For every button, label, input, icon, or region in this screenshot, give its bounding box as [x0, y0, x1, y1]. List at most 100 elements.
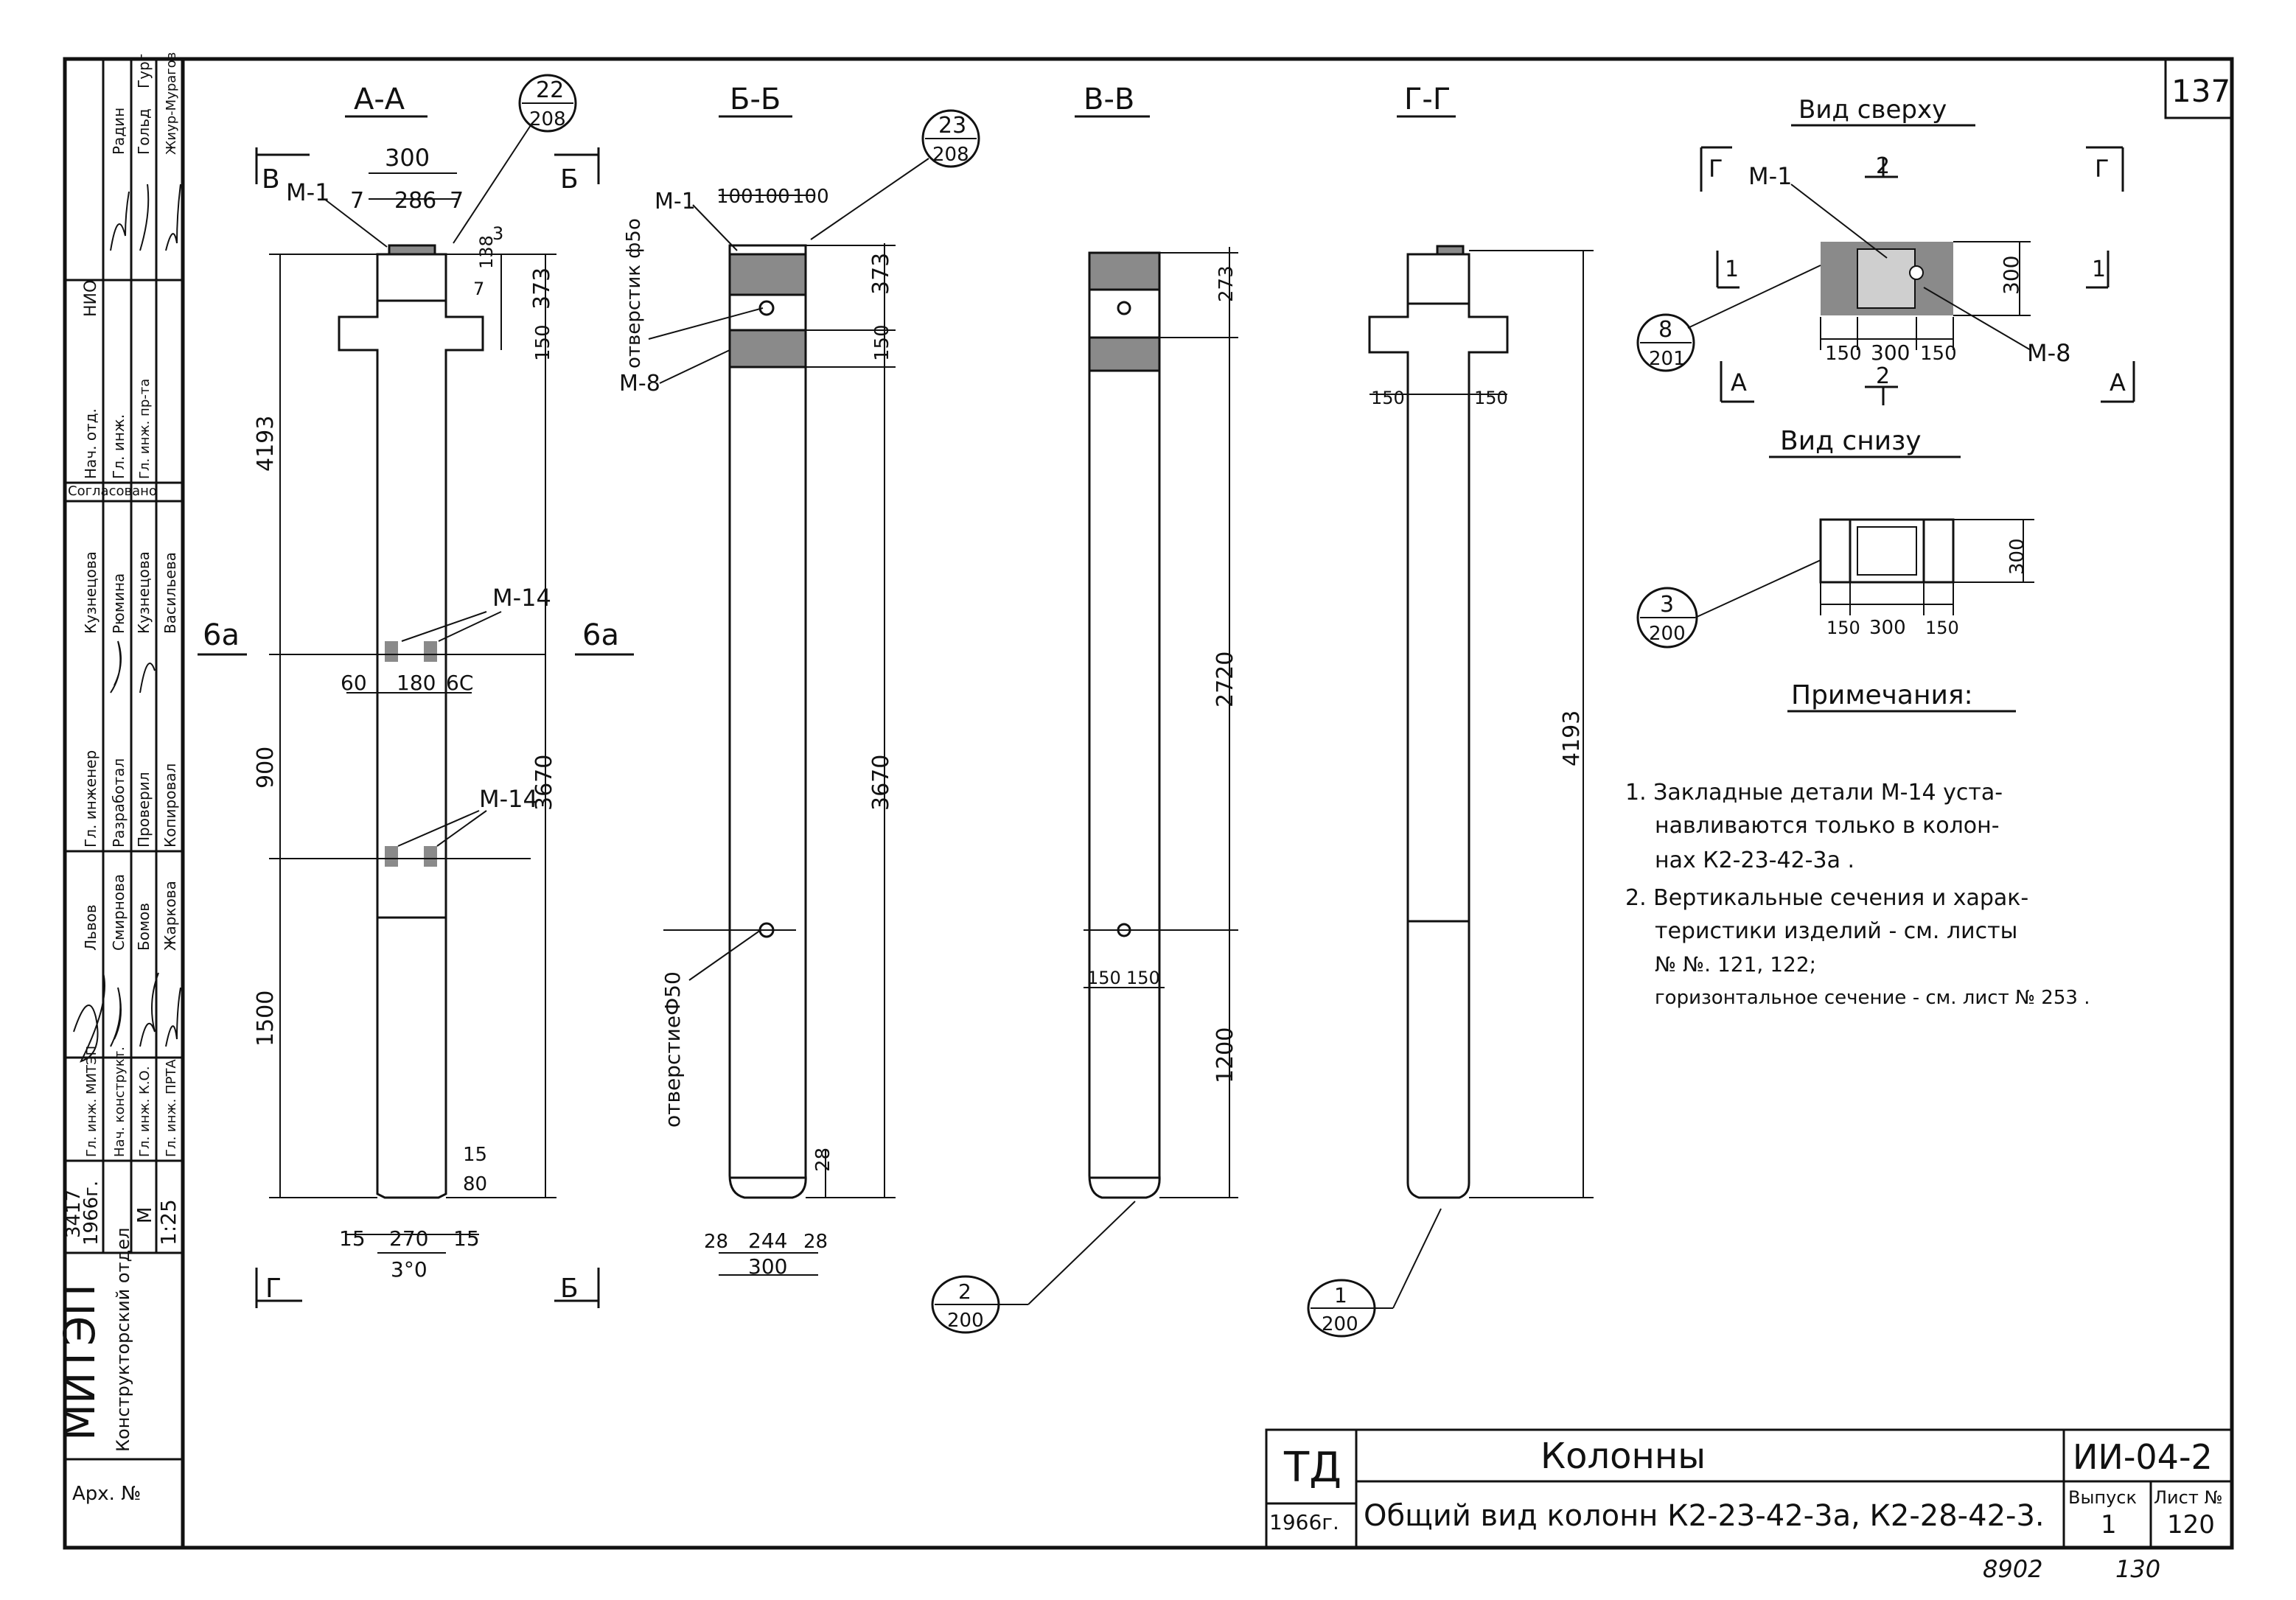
dim-v-2720: 2720 [1212, 651, 1238, 708]
top-mark-2-bottom: 2 [1876, 363, 1890, 389]
dim-a-80: 80 [463, 1173, 487, 1195]
sheet-number: 137 [2171, 73, 2230, 109]
dim-v-1200: 1200 [1212, 1027, 1238, 1083]
name-12: Жиур-Мурагов [164, 52, 179, 155]
bottom-view-plan [1819, 518, 1955, 584]
name-11: Гург [135, 54, 153, 88]
title-block-td: ТД [1283, 1444, 1341, 1492]
dim-a-1500: 1500 [253, 991, 279, 1047]
callout-3-200 [1636, 559, 1821, 649]
dim-b-244: 244 [748, 1229, 787, 1253]
note-1-line3: нах К2-23-42-3а . [1655, 848, 1854, 873]
dims-g-g [1369, 250, 1594, 1198]
section-mark-r-bottom: Г [265, 1274, 282, 1304]
callout-3-num: 3 [1660, 592, 1674, 618]
note-2-line4: горизонтальное сечение - см. лист № 253 … [1655, 987, 2090, 1009]
dim-b-100a: 100 [716, 186, 753, 208]
dim-a-7v: 7 [473, 279, 484, 299]
dim-a-286: 286 [394, 188, 436, 214]
view-title-a-a: А-А [354, 83, 405, 116]
top-mark-1-right: 1 [2092, 256, 2106, 282]
callout-22-208 [453, 74, 577, 244]
name-5: Кузнецова [82, 551, 100, 634]
note-2-line1: 2. Вертикальные сечения и харак- [1625, 885, 2028, 911]
side-stamp-year: 1966г. [80, 1181, 102, 1246]
top-view-plan [1821, 242, 1953, 315]
dim-a-3c0: 3°0 [391, 1257, 428, 1282]
dim-b-28v: 28 [812, 1147, 834, 1172]
dim-bot-300v: 300 [2006, 538, 2028, 575]
dim-v-150b: 150 [1126, 968, 1160, 988]
role-2: Нач. конструкт. [112, 1047, 128, 1157]
stamp-number-2: 130 [2115, 1555, 2160, 1583]
dim-a-4193: 4193 [253, 416, 279, 472]
callout-3-sheet: 200 [1649, 623, 1686, 645]
top-view-section-marks [1700, 146, 2135, 405]
note-2-line3: № №. 121, 122; [1655, 952, 1816, 977]
sheet-number-box [2164, 57, 2233, 119]
side-stamp-scale: 1:25 [156, 1199, 181, 1246]
dim-b-100b: 100 [753, 186, 790, 208]
callout-1-200 [1307, 1208, 1442, 1338]
dim-g-150l: 150 [1371, 388, 1405, 408]
section-marks-a-a [198, 147, 634, 1308]
callout-23-num: 23 [938, 113, 966, 139]
dim-a-373: 373 [529, 268, 555, 310]
dim-bot-150r: 150 [1925, 618, 1959, 638]
role-10: Гл. инж. [110, 414, 128, 479]
dim-b-150: 150 [871, 324, 893, 361]
side-stamp-scale-label: М [134, 1207, 156, 1223]
callout-23-208 [810, 109, 980, 240]
name-4: Жаркова [161, 881, 179, 951]
callout-2-sheet: 200 [947, 1310, 984, 1332]
role-3: Гл. инж. К.О. [137, 1066, 153, 1157]
dim-a-900: 900 [253, 747, 279, 789]
dim-top-150r: 150 [1920, 343, 1957, 365]
label-m8-top: М-8 [2027, 339, 2071, 367]
view-title-b-b: Б-Б [730, 83, 781, 116]
role-7: Проверил [135, 772, 153, 848]
note-1-line1: 1. Закладные детали М-14 уста- [1625, 780, 2003, 806]
bottom-view-dims [1820, 519, 2034, 615]
dim-b-100c: 100 [792, 186, 829, 208]
role-6: Разработал [110, 758, 128, 848]
callout-8-sheet: 201 [1649, 348, 1686, 370]
role-9: Нач. отд. [82, 408, 100, 479]
side-stamp-org: МИТЭП [55, 1284, 105, 1441]
section-mark-v: В [262, 164, 280, 195]
title-block-list: 120 [2167, 1510, 2215, 1540]
top-mark-r-left: Г [1709, 155, 1723, 183]
title-block [1265, 1428, 2233, 1549]
label-otv-top: отверстик ф5о [623, 218, 645, 368]
name-9: Радин [110, 108, 128, 155]
notes-heading: Примечания: [1791, 680, 1973, 710]
dim-a-180: 180 [397, 671, 436, 695]
name-10: Гольд [135, 108, 153, 155]
section-mark-6a-right: 6а [582, 618, 619, 652]
title-block-vypusk: 1 [2101, 1510, 2117, 1540]
top-view-dims [1820, 241, 2031, 350]
dims-v-v [1084, 247, 1238, 1198]
dim-top-300v: 300 [1999, 256, 2023, 295]
dim-b-3670: 3670 [868, 755, 894, 811]
top-mark-2-top: 2 [1876, 153, 1890, 179]
top-mark-r-right: Г [2095, 155, 2110, 183]
view-title-g-g: Г-Г [1404, 83, 1451, 116]
side-stamp-no: 3417 [63, 1189, 85, 1238]
dim-g-4193: 4193 [1559, 710, 1585, 766]
dim-a-6c: 6С [446, 671, 473, 695]
dim-top-150l: 150 [1825, 343, 1862, 365]
dims-a-a [269, 172, 556, 1254]
label-otv-bottom: отверстиеФ50 [660, 971, 685, 1128]
column-v-v [1088, 251, 1161, 1199]
view-title-v-v: В-В [1084, 83, 1134, 116]
dim-a-15r: 15 [453, 1226, 480, 1251]
callout-22-sheet: 208 [529, 108, 566, 130]
title-block-list-label: Лист № [2154, 1487, 2222, 1508]
title-block-year: 1966г. [1269, 1510, 1339, 1534]
section-mark-6a-left: 6а [203, 618, 240, 652]
name-6: Рюмина [110, 573, 128, 634]
dim-a-15l: 15 [339, 1226, 366, 1251]
callout-2-200 [931, 1201, 1136, 1334]
